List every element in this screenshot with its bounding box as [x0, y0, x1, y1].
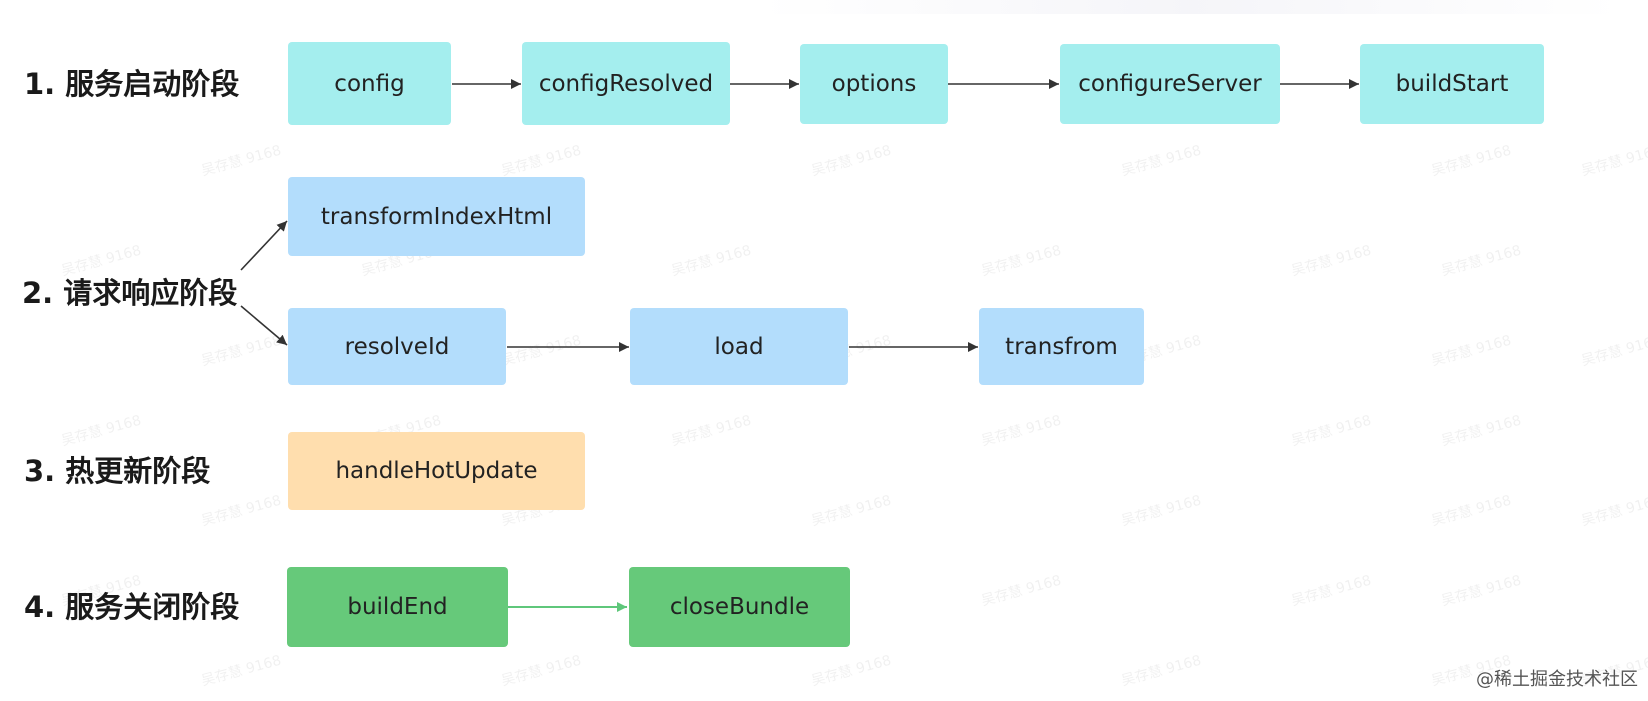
stage-2-label: 2. 请求响应阶段	[22, 276, 238, 310]
node-transfrom: transfrom	[979, 308, 1144, 385]
node-transformindexhtml: transformIndexHtml	[288, 177, 585, 256]
node-configresolved: configResolved	[522, 42, 730, 125]
brand-watermark: @稀土掘金技术社区	[1476, 669, 1638, 690]
stage-1-label: 1. 服务启动阶段	[24, 67, 240, 101]
node-configureserver: configureServer	[1060, 44, 1280, 124]
arrow-stage2-to-transformindexhtml	[240, 220, 288, 271]
node-load: load	[630, 308, 848, 385]
stage-4-label: 4. 服务关闭阶段	[24, 590, 240, 624]
node-options: options	[800, 44, 948, 124]
top-fade-decoration	[760, 0, 1620, 14]
arrow-stage2-to-resolveid	[240, 305, 288, 346]
node-resolveid: resolveId	[288, 308, 506, 385]
node-handlehotupdate: handleHotUpdate	[288, 432, 585, 510]
node-buildstart: buildStart	[1360, 44, 1544, 124]
stage-3-label: 3. 热更新阶段	[24, 454, 211, 488]
node-buildend: buildEnd	[287, 567, 508, 647]
node-closebundle: closeBundle	[629, 567, 850, 647]
node-config: config	[288, 42, 451, 125]
